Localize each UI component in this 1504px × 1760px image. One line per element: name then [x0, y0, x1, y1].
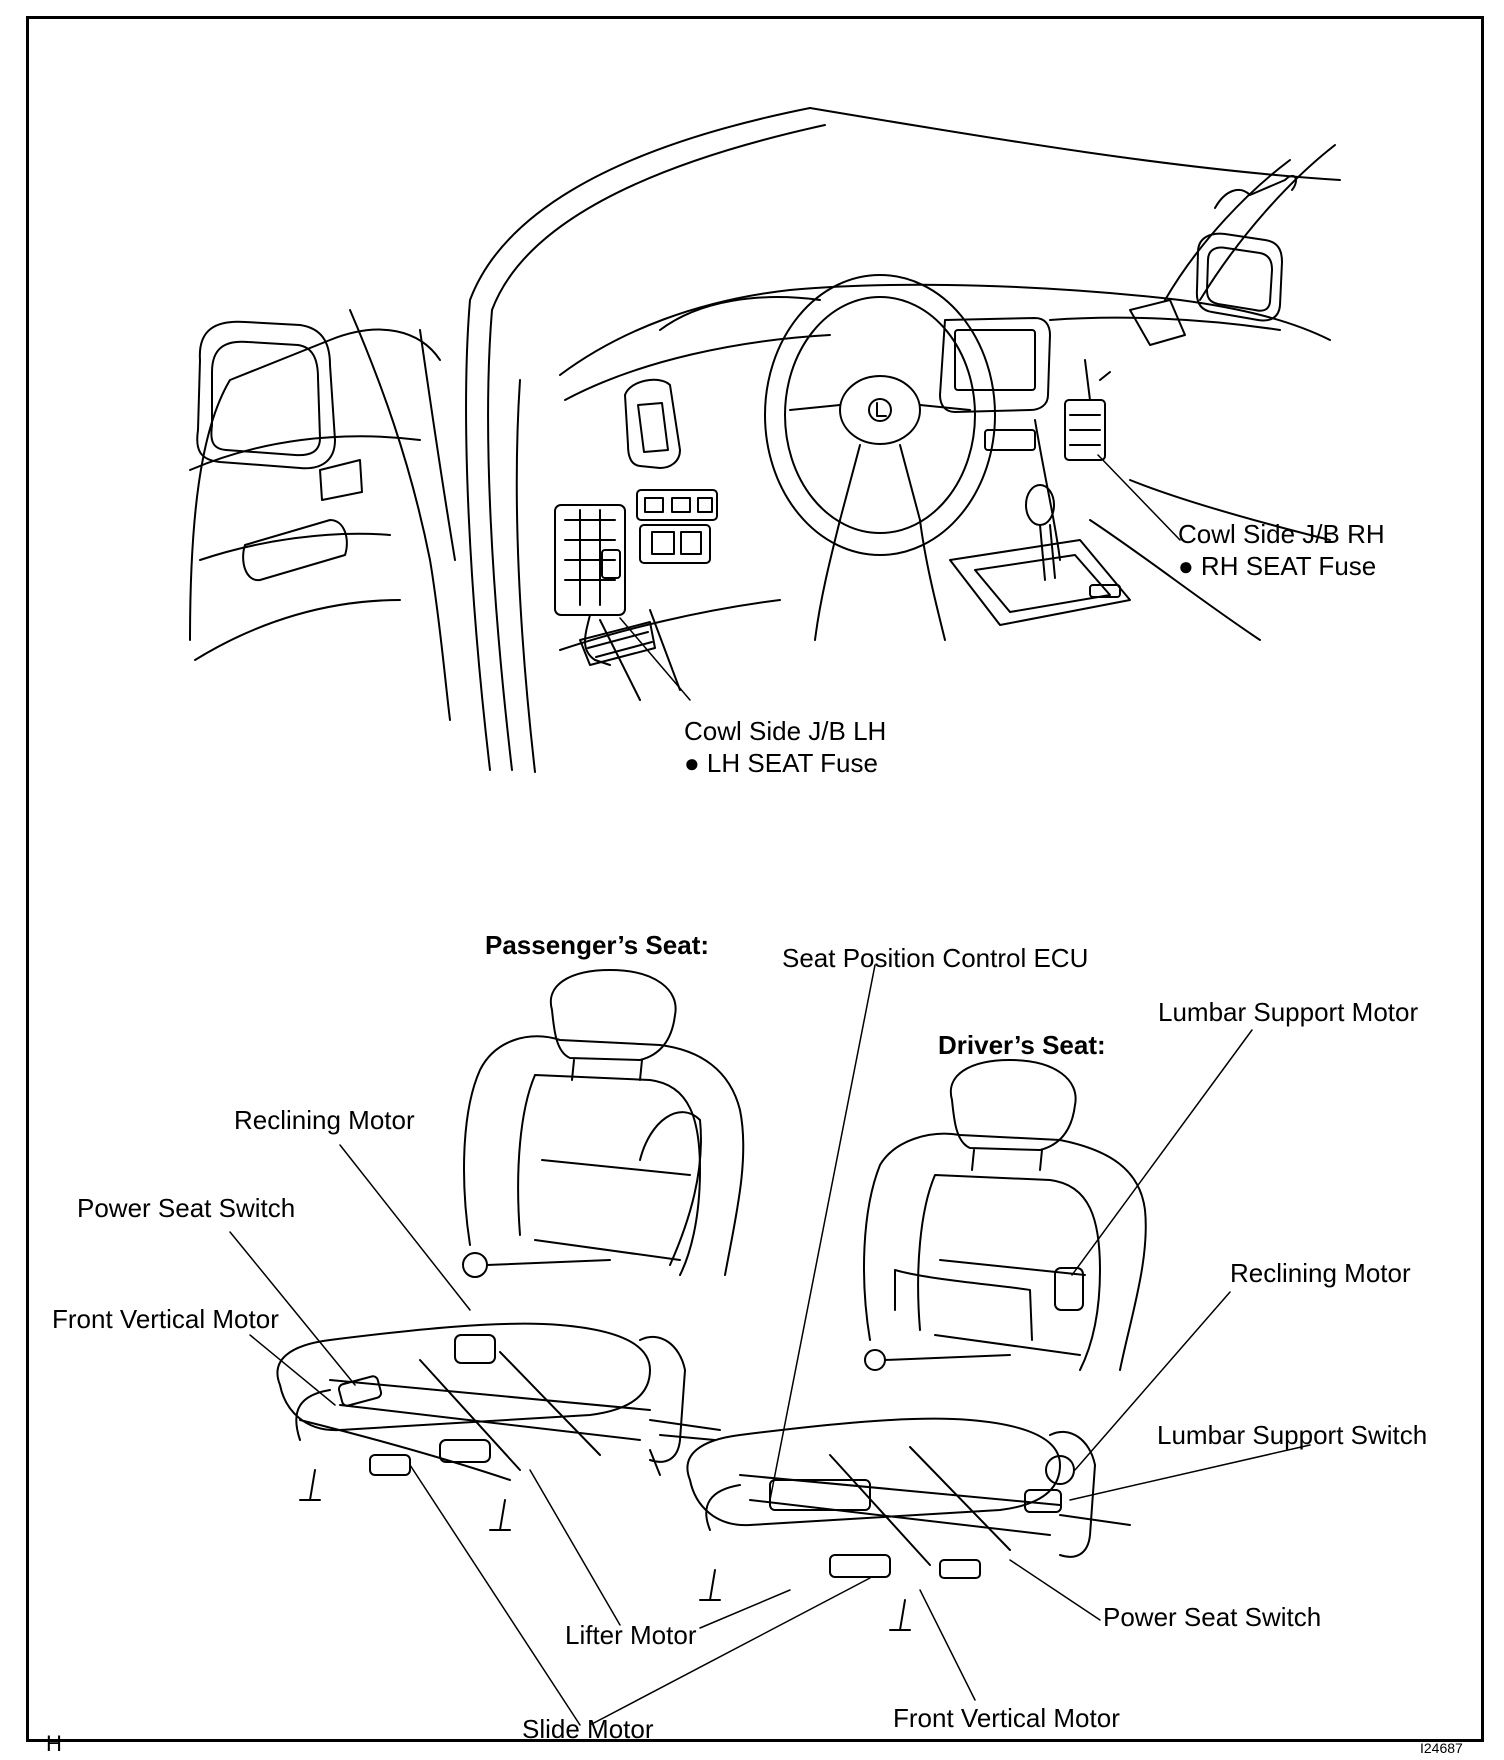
passenger-seat-drawing	[276, 969, 745, 1531]
seat-position-control-ecu-label: Seat Position Control ECU	[782, 943, 1089, 973]
leader-lifter-1	[529, 1469, 621, 1626]
passenger-front-vertical-motor-label: Front Vertical Motor	[52, 1304, 279, 1334]
lifter-motor-label: Lifter Motor	[565, 1620, 697, 1650]
passenger-seat-heading: Passenger’s Seat:	[485, 930, 710, 960]
seat-leader-lines	[229, 964, 1311, 1726]
rh-seat-fuse-label: ● RH SEAT Fuse	[1178, 551, 1377, 581]
leader-p-power-seat-switch	[229, 1231, 356, 1386]
figure-id: I24687	[1420, 1740, 1463, 1756]
leader-lifter-2	[699, 1589, 791, 1629]
passenger-reclining-motor-label: Reclining Motor	[234, 1105, 415, 1135]
leader-lumbar-switch	[1069, 1444, 1311, 1501]
leader-slide-2	[589, 1577, 871, 1726]
leader-slide-1	[409, 1464, 581, 1726]
driver-power-seat-switch-label: Power Seat Switch	[1103, 1602, 1322, 1632]
cowl-side-jb-rh-title: Cowl Side J/B RH	[1178, 519, 1385, 549]
leader-d-front-vertical-motor	[919, 1589, 976, 1701]
leader-cowl-rh	[1097, 454, 1181, 541]
driver-front-vertical-motor-label: Front Vertical Motor	[893, 1703, 1120, 1733]
leader-d-power-seat-switch	[1009, 1559, 1101, 1621]
figure-frame	[26, 16, 1484, 1742]
leader-p-front-vertical-motor	[249, 1334, 336, 1406]
lumbar-support-switch-label: Lumbar Support Switch	[1157, 1420, 1428, 1450]
cowl-side-jb-lh-title: Cowl Side J/B LH	[684, 716, 887, 746]
dashboard-drawing	[189, 107, 1341, 773]
corner-mark: H	[46, 1731, 62, 1756]
passenger-power-seat-switch-label: Power Seat Switch	[77, 1193, 296, 1223]
leader-d-reclining-motor	[1074, 1291, 1231, 1471]
lumbar-support-motor-label: Lumbar Support Motor	[1158, 997, 1419, 1027]
driver-seat-drawing	[686, 1059, 1147, 1631]
driver-reclining-motor-label: Reclining Motor	[1230, 1258, 1411, 1288]
leader-lumbar-motor	[1071, 1029, 1253, 1276]
leader-ecu	[769, 964, 876, 1501]
slide-motor-label: Slide Motor	[522, 1714, 654, 1744]
leader-p-reclining-motor	[339, 1144, 471, 1311]
lh-seat-fuse-label: ● LH SEAT Fuse	[684, 748, 878, 778]
driver-seat-heading: Driver’s Seat:	[938, 1030, 1106, 1060]
leader-cowl-lh	[619, 617, 691, 701]
